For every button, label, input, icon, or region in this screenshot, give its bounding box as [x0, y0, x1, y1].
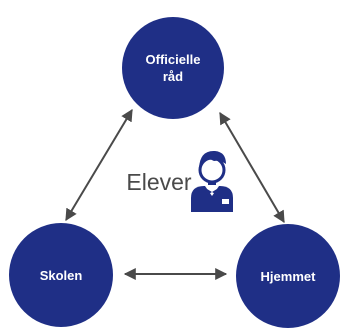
node-hjemmet-label: Hjemmet	[261, 269, 317, 284]
node-officielle-raad-line2: råd	[163, 69, 183, 84]
node-hjemmet: Hjemmet	[236, 224, 340, 328]
node-skolen-label: Skolen	[40, 268, 83, 283]
center-label-elever: Elever	[126, 169, 192, 195]
arrow-top-right	[219, 111, 285, 224]
node-officielle-raad-line1: Officielle	[146, 52, 201, 67]
node-officielle-raad: Officielle råd	[122, 17, 224, 119]
arrow-top-left	[65, 108, 133, 222]
student-icon	[191, 150, 233, 212]
node-skolen: Skolen	[9, 223, 113, 327]
